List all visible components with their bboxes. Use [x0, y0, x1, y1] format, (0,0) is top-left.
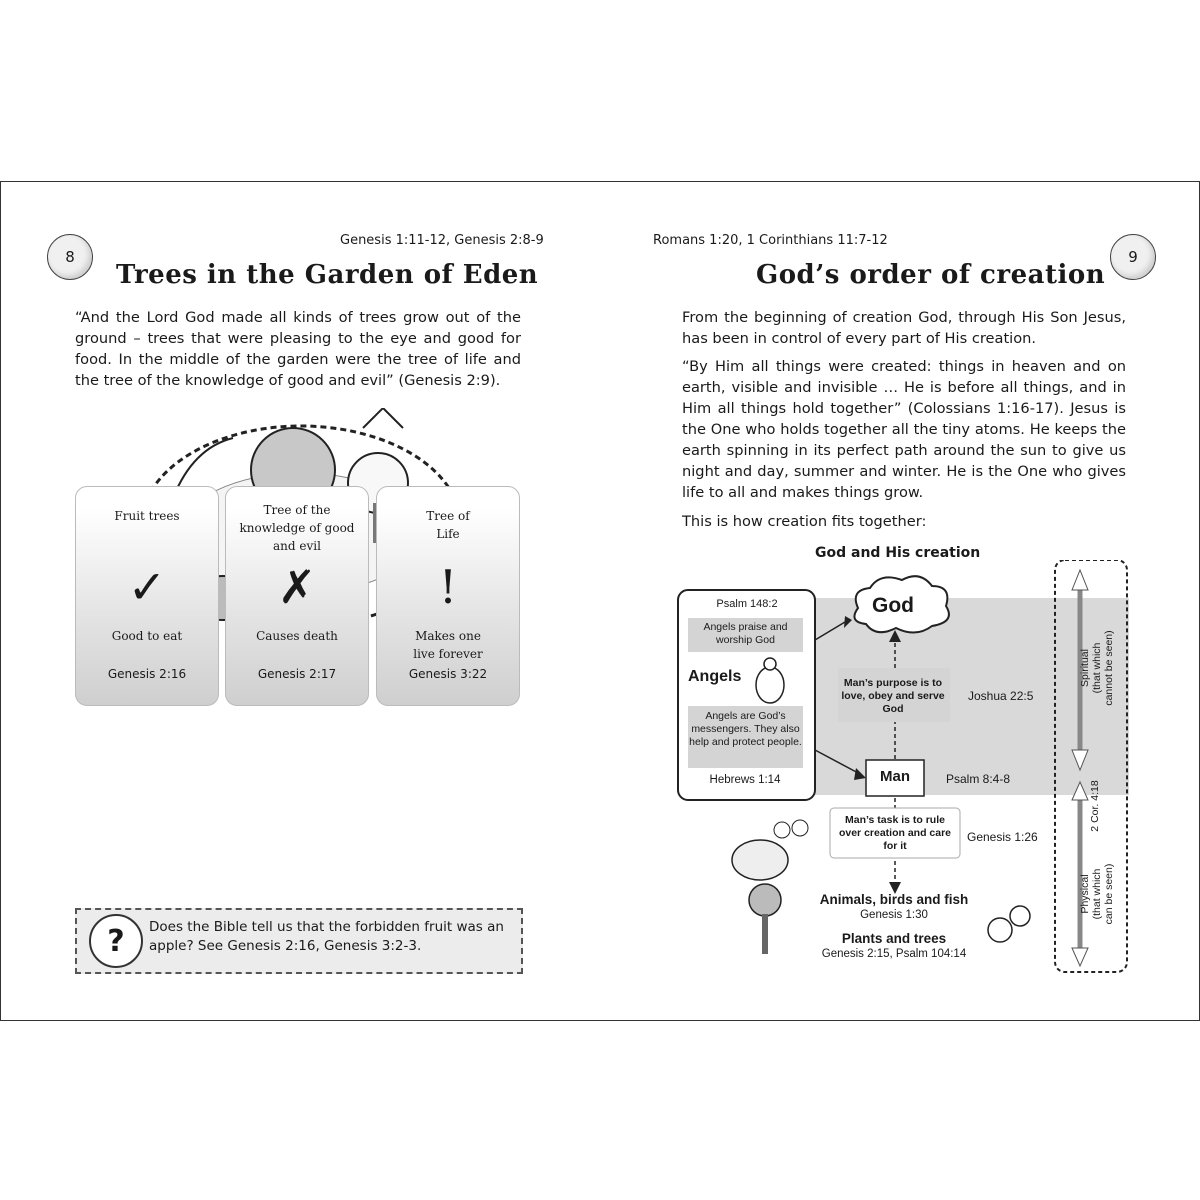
card-fruit-trees: Fruit trees ✓ Good to eat Genesis 2:16	[75, 486, 219, 706]
card-text: Good to eat	[111, 629, 183, 643]
page-number-left: 8	[47, 234, 93, 280]
hebrews-ref: Hebrews 1:14	[709, 774, 781, 786]
animals-ref: Genesis 1:30	[860, 909, 928, 921]
physical-line-2: (that which	[1091, 868, 1103, 920]
angels-messengers-box: Angels are God’s messengers. They also h…	[689, 710, 802, 748]
card-reference: Genesis 3:22	[408, 667, 488, 681]
angels-label: Angels	[688, 668, 742, 685]
physical-line-3: can be seen)	[1103, 863, 1115, 925]
intro-paragraph: From the beginning of creation God, thro…	[682, 309, 1126, 347]
card-text: Makes one live forever	[413, 629, 483, 661]
card-tree-of-life: Tree of Life ! Makes one live forever Ge…	[376, 486, 520, 706]
question-mark-icon: ?	[89, 914, 143, 968]
diagram-title: God and His creation	[815, 545, 981, 561]
spiritual-line-1: Spiritual	[1079, 649, 1091, 687]
god-label: God	[872, 594, 914, 617]
purpose-box: Man’s purpose is to love, obey and serve…	[841, 677, 945, 715]
exclamation-icon: !	[438, 560, 458, 614]
card-title: Tree of the knowledge of good and evil	[239, 503, 355, 553]
psalm-8-ref: Psalm 8:4-8	[946, 772, 1011, 786]
card-text: Causes death	[256, 629, 338, 643]
check-icon: ✓	[127, 560, 167, 614]
colossians-paragraph: “By Him all things were created: things …	[682, 358, 1126, 501]
card-title: Tree of Life	[426, 509, 470, 541]
physical-label: Physical (that which can be seen)	[1079, 839, 1115, 949]
scripture-reference-right: Romans 1:20, 1 Corinthians 11:7-12	[653, 233, 888, 248]
card-reference: Genesis 2:16	[107, 667, 187, 681]
plants-label: Plants and trees	[841, 931, 947, 946]
card-title: Fruit trees	[114, 509, 180, 523]
card-tree-of-knowledge: Tree of the knowledge of good and evil ✗…	[225, 486, 369, 706]
angels-praise-box: Angels praise and worship God	[703, 621, 788, 646]
scripture-reference-left: Genesis 1:11-12, Genesis 2:8-9	[340, 233, 544, 248]
psalm-148-ref: Psalm 148:2	[716, 598, 778, 610]
page-title-right: God’s order of creation	[756, 260, 1106, 290]
page-number-right: 9	[1110, 234, 1156, 280]
page-title-left: Trees in the Garden of Eden	[116, 260, 539, 290]
card-reference: Genesis 2:17	[257, 667, 337, 681]
animals-label: Animals, birds and fish	[819, 892, 969, 907]
plants-ref: Genesis 2:15, Psalm 104:14	[821, 948, 967, 960]
physical-line-1: Physical	[1079, 874, 1091, 914]
spiritual-label: Spiritual (that which cannot be seen)	[1079, 613, 1115, 723]
spiritual-line-3: cannot be seen)	[1103, 630, 1115, 706]
question-box: ? Does the Bible tell us that the forbid…	[75, 908, 523, 974]
cross-icon: ✗	[277, 560, 317, 614]
quote-paragraph: “And the Lord God made all kinds of tree…	[75, 309, 521, 389]
joshua-ref: Joshua 22:5	[968, 689, 1034, 703]
question-text: Does the Bible tell us that the forbidde…	[149, 919, 504, 954]
corinthians-ref: 2 Cor. 4:18	[1089, 780, 1101, 832]
man-label: Man	[880, 768, 910, 785]
diagram-lines	[677, 560, 1128, 973]
task-box: Man’s task is to rule over creation and …	[838, 814, 952, 852]
genesis-1-26-ref: Genesis 1:26	[967, 830, 1038, 844]
spiritual-line-2: (that which	[1091, 642, 1103, 694]
fits-together-text: This is how creation fits together:	[682, 513, 927, 530]
